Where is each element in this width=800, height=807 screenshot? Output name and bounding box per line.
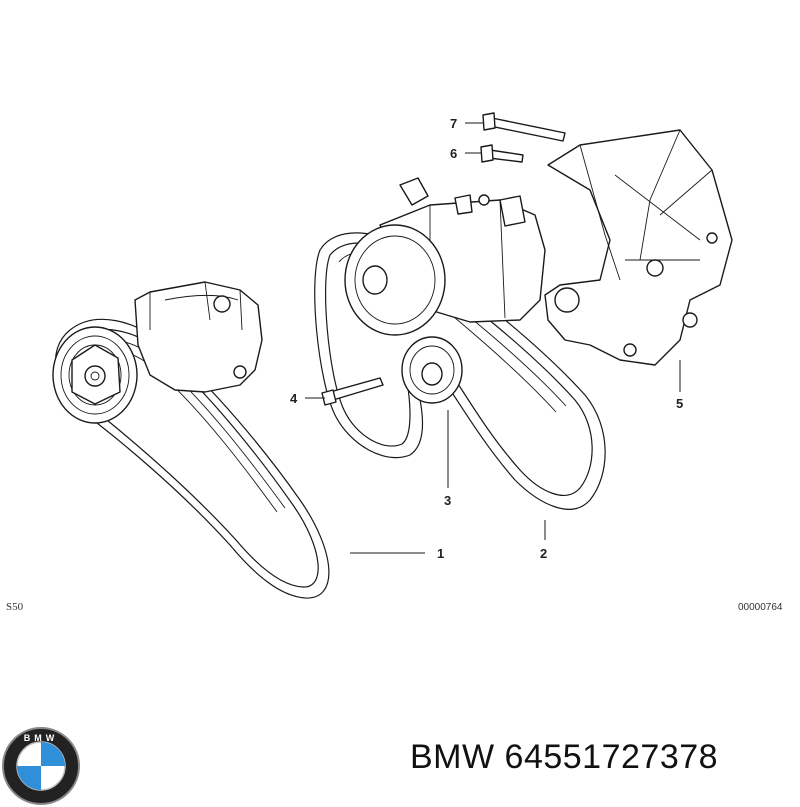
callout-4: 4 [290,391,298,406]
callout-1: 1 [437,546,444,561]
leader-lines [305,122,681,554]
bolt-6 [480,144,524,163]
bolt-7 [482,112,566,142]
callout-5: 5 [676,396,683,411]
pump-pulley [52,326,138,424]
drawing-number: 00000764 [738,602,783,613]
part-number-label: BMW 64551727378 [410,738,718,777]
brand-name: BMW [410,738,495,776]
tensioner-pulley [401,336,463,404]
bracket-5 [544,129,733,366]
callout-7: 7 [450,116,457,131]
part-number: 64551727378 [504,738,719,776]
power-steering-pump [134,281,263,393]
callout-6: 6 [450,146,457,161]
bmw-logo: BMW [2,727,80,805]
model-label: S50 [6,601,24,613]
callout-3: 3 [444,493,451,508]
callout-2: 2 [540,546,547,561]
logo-letters: BMW [24,733,59,743]
bolt-4 [321,377,384,406]
ac-compressor [344,177,546,336]
